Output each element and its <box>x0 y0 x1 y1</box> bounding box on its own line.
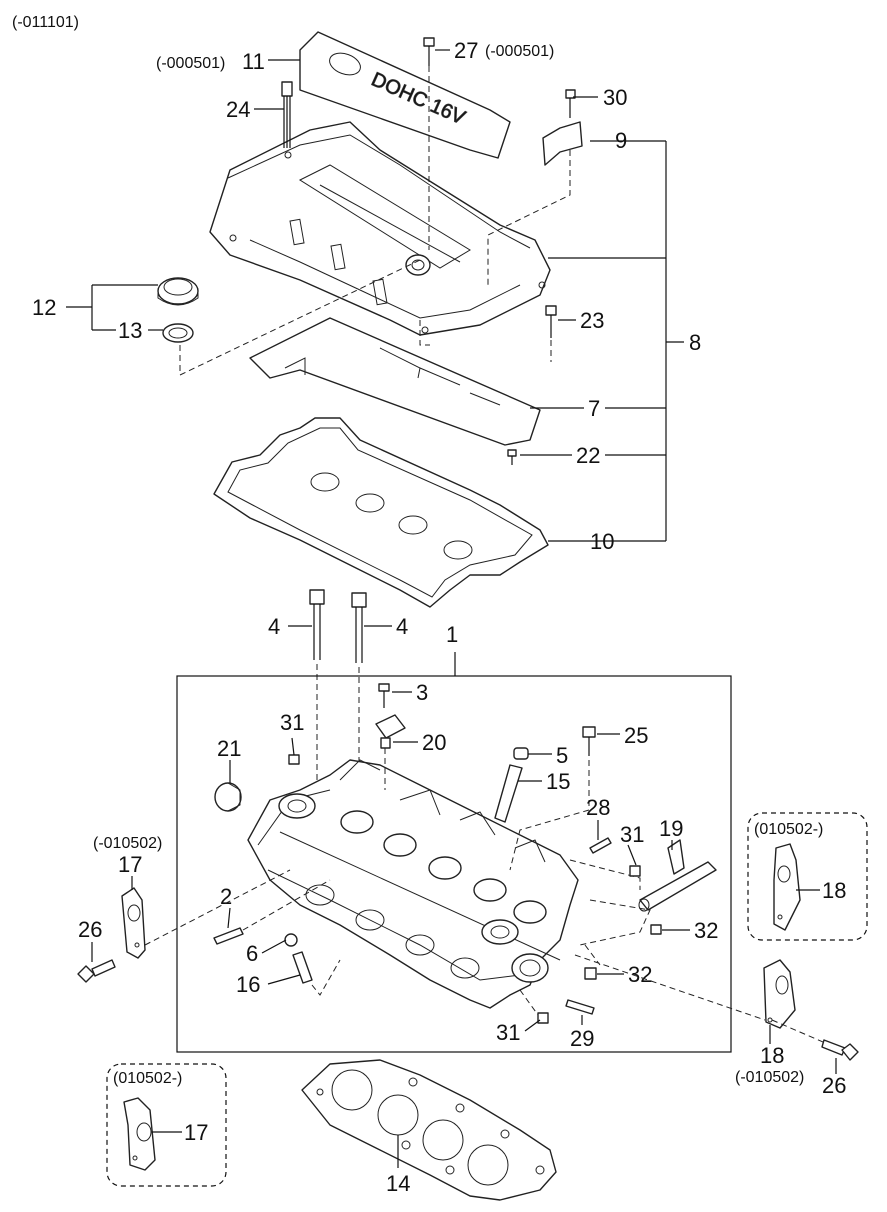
oil-filler-cap <box>157 277 199 306</box>
variant-box-17 <box>106 1063 227 1187</box>
nut-6 <box>284 933 298 947</box>
label-25: 25 <box>624 723 648 748</box>
bolt-27 <box>423 37 435 250</box>
nut-31-bottom <box>519 989 549 1024</box>
label-22: 22 <box>576 443 600 468</box>
bolt-26-left <box>77 959 116 983</box>
bracket-17-variant <box>123 1097 156 1171</box>
stud-29 <box>565 999 595 1015</box>
label-1: 1 <box>446 622 458 647</box>
oil-cap-seal <box>162 323 194 343</box>
nut-32-upper <box>650 924 662 935</box>
label-4a: 4 <box>268 614 280 639</box>
label-23: 23 <box>580 308 604 333</box>
variant-box-18 <box>747 812 868 941</box>
note-18b: (-010502) <box>735 1069 804 1086</box>
label-18b: 18 <box>760 1043 784 1068</box>
label-15: 15 <box>546 769 570 794</box>
label-10: 10 <box>590 529 614 554</box>
note-11: (-000501) <box>156 55 225 72</box>
note-17b: (010502-) <box>113 1070 182 1087</box>
cylinder-head-box <box>176 675 732 1053</box>
cylinder-head <box>247 759 579 1009</box>
note-18a: (010502-) <box>754 821 823 838</box>
bolt-23 <box>545 305 557 362</box>
bracket-18 <box>763 959 796 1029</box>
tube-16 <box>292 951 341 996</box>
plug-21 <box>214 782 242 812</box>
label-7: 7 <box>588 396 600 421</box>
cap-5 <box>513 747 529 760</box>
cap-20 <box>375 714 406 790</box>
label-31c: 31 <box>496 1020 520 1045</box>
nut-31-top <box>288 754 300 765</box>
label-30: 30 <box>603 85 627 110</box>
label-9: 9 <box>615 128 627 153</box>
screw-22 <box>507 449 517 465</box>
header-note: (-011101) <box>12 14 79 31</box>
label-2: 2 <box>220 884 232 909</box>
note-17a: (-010502) <box>93 835 162 852</box>
rocker-cover-gasket <box>213 417 549 608</box>
label-14: 14 <box>386 1171 410 1196</box>
label-32b: 32 <box>628 962 652 987</box>
bolt-3 <box>378 683 390 708</box>
label-27: 27 <box>454 38 478 63</box>
stud-2 <box>213 879 331 945</box>
label-18a: 18 <box>822 878 846 903</box>
label-17a: 17 <box>118 852 142 877</box>
nut-32-lower <box>584 944 601 980</box>
label-3: 3 <box>416 680 428 705</box>
label-16: 16 <box>236 972 260 997</box>
label-12: 12 <box>32 295 56 320</box>
note-27: (-000501) <box>485 43 554 60</box>
bolt-26-right <box>821 1039 859 1061</box>
label-21: 21 <box>217 736 241 761</box>
head-gasket <box>301 1059 557 1201</box>
label-32a: 32 <box>694 918 718 943</box>
tube-15 <box>494 764 523 823</box>
nut-31-mid <box>629 865 641 877</box>
label-11: 11 <box>242 49 265 74</box>
label-29: 29 <box>570 1026 594 1051</box>
label-20: 20 <box>422 730 446 755</box>
label-31a: 31 <box>280 710 304 735</box>
label-17b: 17 <box>184 1120 208 1145</box>
label-19: 19 <box>659 816 683 841</box>
label-28: 28 <box>586 795 610 820</box>
label-24: 24 <box>226 97 250 122</box>
bolt-30 <box>565 89 576 118</box>
baffle-plate <box>249 317 541 446</box>
bolt-24 <box>281 81 293 148</box>
bracket-17-left <box>121 869 291 959</box>
bracket-18-variant <box>773 843 801 931</box>
rocker-cover <box>209 121 551 336</box>
label-31b: 31 <box>620 822 644 847</box>
label-26b: 26 <box>822 1073 846 1098</box>
label-6: 6 <box>246 941 258 966</box>
label-5: 5 <box>556 743 568 768</box>
label-4b: 4 <box>396 614 408 639</box>
bracket-9 <box>487 121 583 285</box>
label-8: 8 <box>689 330 701 355</box>
label-26a: 26 <box>78 917 102 942</box>
bolt-25 <box>509 726 596 871</box>
stud-28 <box>569 837 641 890</box>
label-13: 13 <box>118 318 142 343</box>
